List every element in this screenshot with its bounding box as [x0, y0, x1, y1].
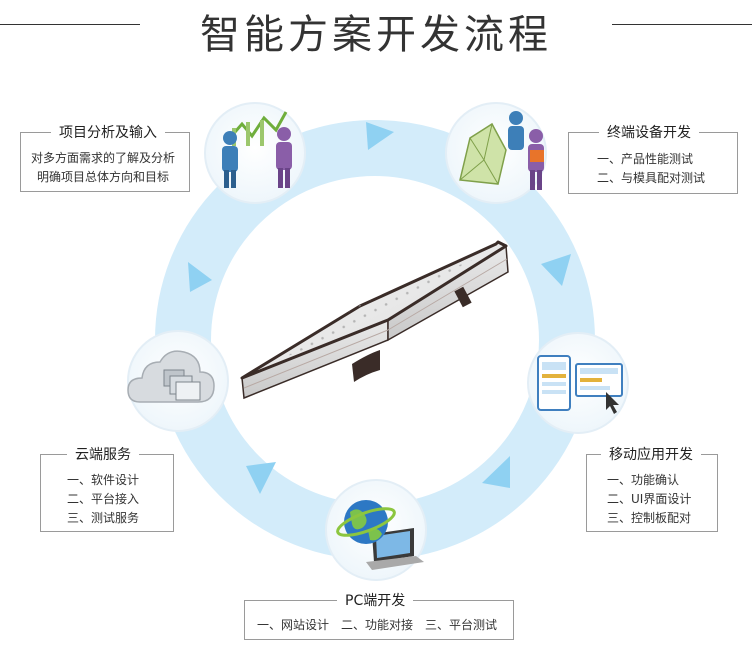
stage-cloud-line-3: 三、测试服务 — [67, 511, 140, 525]
stage-mobile-line-2: 二、UI界面设计 — [607, 492, 692, 506]
stage-cloud-box: 云端服务 一、软件设计 二、平台接入 三、测试服务 — [40, 444, 174, 532]
flow-arrow-5 — [188, 262, 212, 292]
stage-terminal-line-1: 一、产品性能测试 — [597, 152, 694, 166]
title-divider-left — [0, 24, 140, 25]
stage-mobile-title: 移动应用开发 — [601, 444, 701, 464]
page-title: 智能方案开发流程 — [200, 12, 552, 58]
flow-arrow-2 — [541, 254, 571, 286]
stage-pc-box: PC端开发 一、网站设计 二、功能对接 三、平台测试 — [244, 590, 514, 640]
flow-arrow-1 — [366, 122, 394, 150]
stage-analysis-box: 项目分析及输入 对多方面需求的了解及分析 明确项目总体方向和目标 — [20, 122, 190, 192]
flow-arrow-4 — [246, 462, 276, 494]
cloud-folder-icon — [127, 330, 229, 432]
product-design-icon — [445, 102, 547, 204]
stage-analysis-line-2: 明确项目总体方向和目标 — [37, 170, 170, 184]
stage-pc-title: PC端开发 — [337, 590, 414, 610]
stage-terminal-line-2: 二、与模具配对测试 — [597, 171, 706, 185]
mobile-app-icon — [527, 332, 629, 434]
mattress-image — [240, 240, 509, 400]
stage-pc-line: 一、网站设计 二、功能对接 三、平台测试 — [257, 618, 498, 632]
stage-terminal-box: 终端设备开发 一、产品性能测试 二、与模具配对测试 — [568, 122, 738, 194]
stage-terminal-title: 终端设备开发 — [599, 122, 699, 142]
stage-cloud-title: 云端服务 — [67, 444, 139, 464]
stage-mobile-line-1: 一、功能确认 — [607, 473, 680, 487]
stage-analysis-title: 项目分析及输入 — [51, 122, 165, 142]
stage-mobile-box: 移动应用开发 一、功能确认 二、UI界面设计 三、控制板配对 — [586, 444, 718, 532]
globe-laptop-icon — [325, 479, 427, 581]
flow-arrow-3 — [482, 456, 510, 488]
stage-mobile-line-3: 三、控制板配对 — [607, 511, 692, 525]
business-analysis-icon — [204, 102, 306, 204]
stage-cloud-line-1: 一、软件设计 — [67, 473, 140, 487]
stage-cloud-line-2: 二、平台接入 — [67, 492, 140, 506]
stage-analysis-line-1: 对多方面需求的了解及分析 — [31, 151, 176, 165]
header: 智能方案开发流程 — [0, 0, 752, 58]
title-divider-right — [612, 24, 752, 25]
